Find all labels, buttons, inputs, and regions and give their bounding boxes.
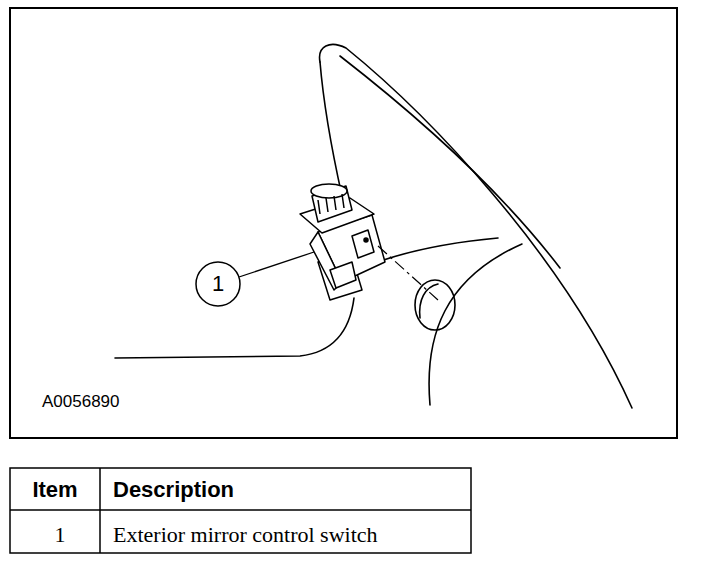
- switch-detail: [364, 238, 368, 242]
- table-border: [10, 468, 471, 553]
- figure-code: A0056890: [42, 393, 120, 412]
- switch-knob-ridges: [318, 194, 344, 214]
- table-cell: Exterior mirror control switch: [113, 523, 378, 547]
- table-header: Item: [32, 478, 77, 502]
- table-column-rule: [99, 468, 101, 553]
- install-direction-line: [378, 246, 438, 300]
- parts-table-grid: [10, 468, 471, 553]
- switch-detail: [352, 230, 374, 258]
- table-row-rule: [10, 509, 471, 511]
- table-header: Description: [113, 478, 234, 502]
- panel-left-edge: [320, 62, 342, 196]
- leader-line: [239, 252, 314, 277]
- switch-opening-depth: [420, 284, 438, 318]
- panel-contour: [429, 244, 522, 405]
- table-cell: 1: [55, 523, 66, 547]
- switch-opening: [415, 280, 455, 330]
- figure-frame: [10, 8, 677, 438]
- switch-detail: [330, 262, 356, 288]
- mirror-switch-drawing: [300, 184, 385, 300]
- door-trim-line: [115, 298, 354, 358]
- callout-number: 1: [212, 272, 224, 296]
- mirror-sail-panel: [115, 44, 632, 408]
- callout-circle: [196, 262, 240, 306]
